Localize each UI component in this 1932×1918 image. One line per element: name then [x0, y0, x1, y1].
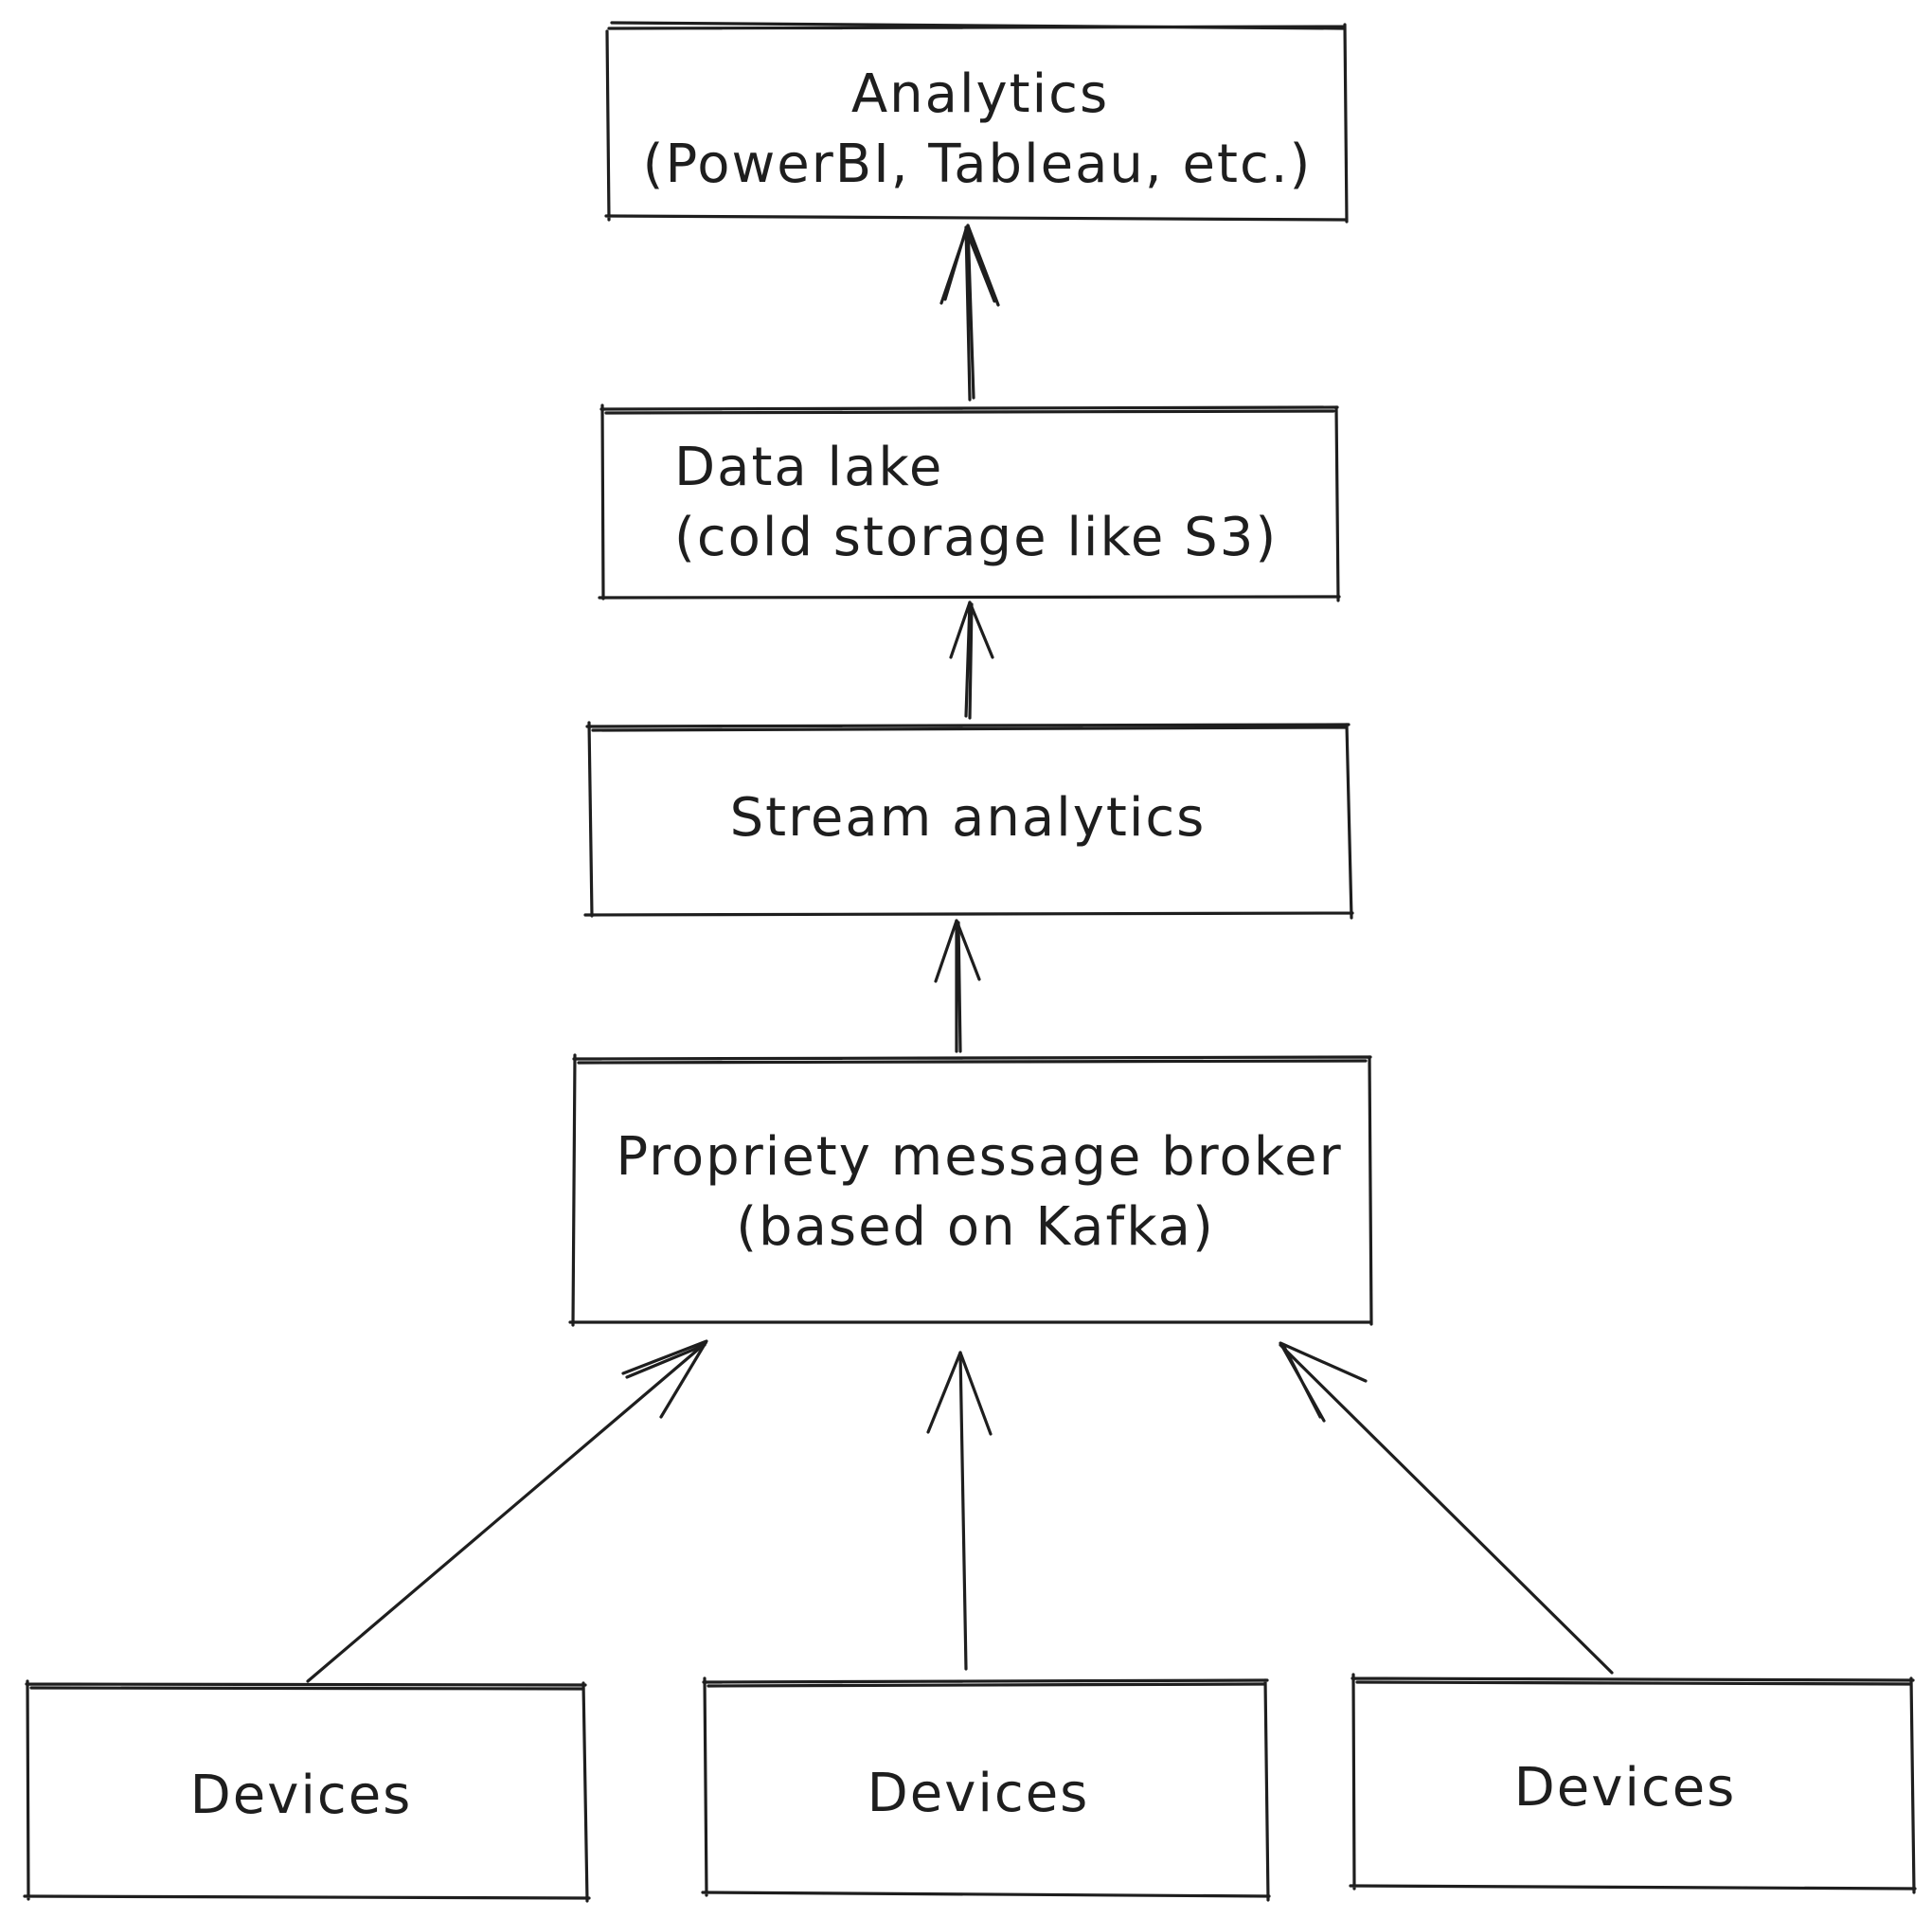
stream-analytics-title: Stream analytics	[730, 787, 1207, 849]
analytics-box	[604, 21, 1349, 224]
devices-center-label: Devices	[868, 1763, 1090, 1824]
data-lake-box	[598, 403, 1341, 602]
message-broker-box	[568, 1053, 1373, 1327]
analytics-title: Analytics	[851, 63, 1109, 125]
stream-analytics-node[interactable]: Stream analytics	[583, 721, 1354, 920]
devices-left-box	[23, 1679, 591, 1903]
arrow-shaft	[955, 919, 962, 1053]
arrow-devices-right-to-broker	[1279, 1341, 1614, 1675]
arrow-shaft	[958, 1351, 968, 1671]
message-broker-subtitle: (based on Kafka)	[736, 1196, 1215, 1258]
arrow-head	[939, 224, 1000, 307]
arrow-shaft	[306, 1341, 707, 1683]
message-broker-node[interactable]: Propriety message broker (based on Kafka…	[568, 1053, 1373, 1327]
devices-center-box	[701, 1676, 1271, 1902]
data-lake-subtitle: (cold storage like S3)	[674, 507, 1278, 568]
data-lake-node[interactable]: Data lake (cold storage like S3)	[598, 403, 1341, 602]
devices-right-box	[1349, 1673, 1917, 1894]
arrow-shaft	[964, 600, 974, 720]
arrow-broker-to-stream	[934, 919, 981, 1053]
data-lake-title: Data lake	[674, 437, 943, 498]
message-broker-title: Propriety message broker	[616, 1126, 1342, 1188]
arrow-head	[1279, 1341, 1368, 1423]
arrow-shaft	[1279, 1343, 1614, 1675]
arrow-datalake-to-analytics	[939, 224, 1000, 402]
devices-right-node[interactable]: Devices	[1349, 1673, 1917, 1894]
devices-left-label: Devices	[190, 1765, 413, 1826]
stream-analytics-box	[583, 721, 1354, 920]
arrow-head	[934, 919, 981, 983]
analytics-subtitle: (PowerBI, Tableau, etc.)	[643, 134, 1313, 195]
analytics-node[interactable]: Analytics (PowerBI, Tableau, etc.)	[604, 21, 1349, 224]
arrow-head	[949, 600, 994, 659]
arrow-shaft	[964, 224, 975, 402]
devices-center-node[interactable]: Devices	[701, 1676, 1271, 1902]
devices-right-label: Devices	[1514, 1757, 1737, 1819]
arrow-stream-to-datalake	[949, 600, 994, 720]
arrow-devices-left-to-broker	[306, 1339, 708, 1683]
arrow-devices-center-to-broker	[926, 1351, 993, 1671]
devices-left-node[interactable]: Devices	[23, 1679, 591, 1903]
arrow-head	[621, 1339, 708, 1419]
arrow-head	[926, 1351, 993, 1436]
